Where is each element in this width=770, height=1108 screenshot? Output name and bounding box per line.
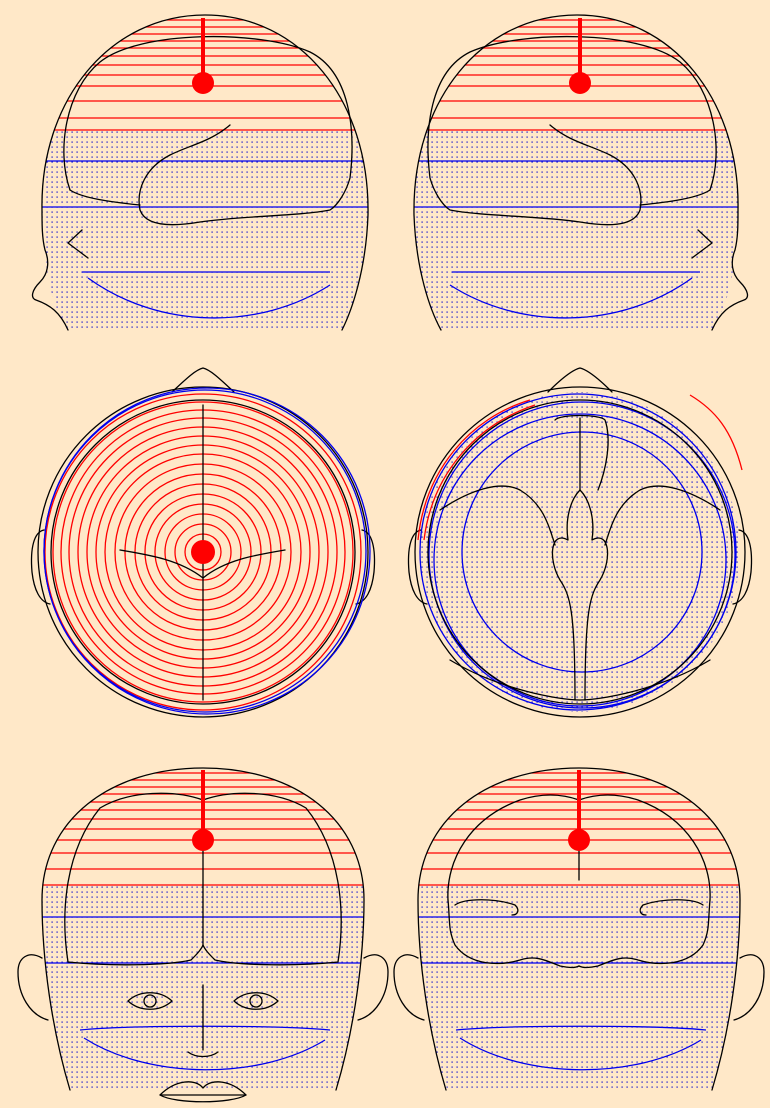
electrode-dot [192, 72, 214, 94]
view-occipital [394, 768, 764, 1105]
electrode-dot [568, 829, 590, 851]
view-right-lateral [400, 15, 750, 340]
view-frontal [18, 768, 388, 1105]
view-bottom [409, 368, 752, 720]
electrode-dot [569, 72, 591, 94]
electrode-dot [192, 829, 214, 851]
view-left-lateral [30, 15, 380, 340]
view-top [32, 368, 375, 717]
electrode-dot [191, 540, 215, 564]
